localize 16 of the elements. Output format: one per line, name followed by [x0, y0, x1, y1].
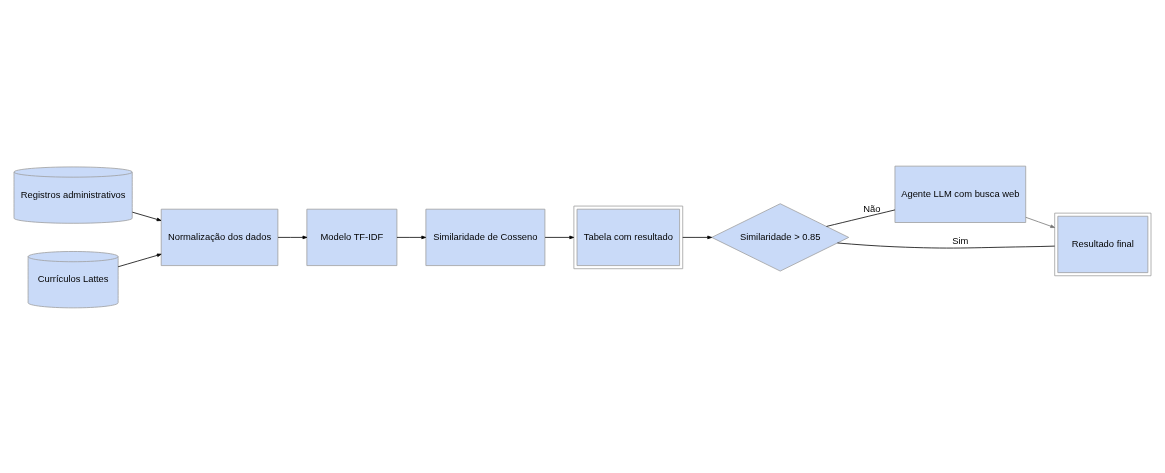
arrow	[277, 235, 308, 239]
node-box: Normalização dos dados	[160, 208, 279, 266]
arrow	[396, 235, 427, 239]
arrow	[544, 235, 575, 239]
arrow	[1025, 216, 1055, 228]
edge-label: Não	[863, 202, 881, 214]
node-box: Modelo TF-IDF	[306, 208, 398, 266]
node-box: Similaridade de Cosseno	[425, 208, 546, 266]
arrow	[132, 211, 162, 221]
arrow	[682, 235, 712, 239]
connector	[837, 242, 1056, 248]
node-box: Agente LLM com busca web	[894, 165, 1027, 223]
connector	[826, 209, 896, 227]
edge-label: Sim	[952, 234, 969, 246]
node-diamond: Similaridade > 0.85	[711, 202, 850, 271]
arrow	[117, 253, 162, 267]
